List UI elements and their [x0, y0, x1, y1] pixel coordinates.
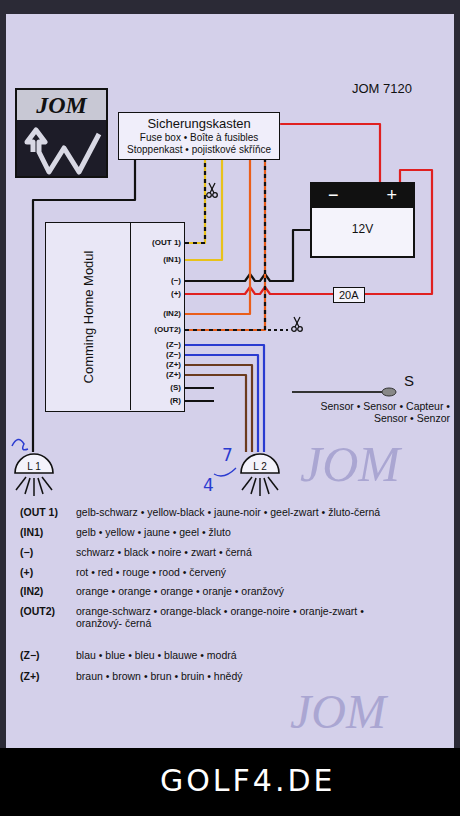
sensor-caption: Sensor • Sensor • Capteur • Sensor • Sen…	[285, 400, 450, 424]
handwritten-number: 7	[222, 446, 233, 466]
battery: − +12V	[310, 182, 415, 258]
lamp-l1: L 1	[14, 452, 54, 474]
legend-code: (IN2)	[20, 585, 43, 597]
pin-label: (+)	[171, 289, 181, 298]
fuse-rating: 20A	[339, 288, 359, 302]
pin-label: (IN2)	[163, 309, 181, 318]
wire-connector	[280, 124, 380, 182]
fuse-box-subtitle: Stoppenkast • pojistkové skříňce	[127, 144, 271, 156]
pin-label: (Z−)	[166, 350, 181, 359]
legend-code: (IN1)	[20, 526, 43, 538]
legend-colour-text: braun • brown • brun • bruin • hnědý	[76, 670, 242, 682]
lamp-outline	[15, 454, 53, 473]
pin-label: (Z−)	[166, 340, 181, 349]
sensor-letter: S	[404, 372, 414, 389]
fuse-box-subtitle: Fuse box • Boîte à fusibles	[127, 132, 271, 144]
fuse-box-title: Sicherungskasten	[127, 116, 271, 132]
pin-label: (IN1)	[163, 255, 181, 264]
wire-connector	[185, 160, 222, 260]
lamp-label: L 2	[240, 461, 280, 472]
legend-colour-text: orange • orange • orange • oranje • oran…	[76, 585, 284, 597]
legend-code: (+)	[20, 566, 33, 578]
wire-connector	[185, 287, 333, 294]
handwritten-number: 4	[203, 476, 214, 496]
paper-sheet	[6, 14, 454, 748]
module-title: Comming Home Modul	[81, 251, 96, 384]
legend-code: (Z−)	[20, 649, 40, 661]
cut-wire	[268, 329, 288, 331]
scissors-symbol	[292, 317, 303, 331]
lamp-label: L 1	[14, 461, 54, 472]
wire-connector	[185, 345, 264, 452]
battery-voltage: 12V	[312, 222, 413, 236]
legend-code: (OUT 1)	[20, 506, 58, 518]
sensor-wire	[185, 387, 214, 389]
handwritten-mark	[214, 468, 236, 476]
wire-path	[185, 287, 333, 294]
wire-path	[185, 355, 258, 452]
sensor-cable	[292, 391, 382, 393]
scissors-symbol	[207, 183, 218, 197]
wire-path	[185, 160, 250, 314]
footer-bar	[0, 748, 460, 816]
wire-path	[185, 160, 205, 243]
lamp-l2: L 2	[240, 452, 280, 474]
legend-code: (OUT2)	[20, 605, 55, 617]
wire-path	[185, 365, 252, 452]
lamp-rays	[242, 477, 278, 496]
wire-path	[185, 375, 246, 452]
logo-w-arrow	[27, 130, 99, 172]
pin-label: (Z+)	[166, 360, 181, 369]
wire-path	[185, 160, 222, 260]
handwritten-mark	[12, 439, 28, 449]
wire-path	[280, 124, 380, 182]
wire-connector	[185, 160, 250, 314]
pin-label: (OUT2)	[154, 325, 181, 334]
pin-label: (OUT 1)	[152, 238, 181, 247]
model-number: JOM 7120	[352, 82, 412, 97]
module-divider	[130, 223, 131, 410]
wire-stripe	[185, 160, 205, 243]
wire-connector	[185, 160, 265, 330]
pin-label: (Z+)	[166, 370, 181, 379]
logo-text: JOM	[17, 90, 106, 120]
legend-code: (−)	[20, 546, 33, 558]
terminal-minus: −	[328, 184, 339, 206]
legend-colour-text: gelb • yellow • jaune • geel • žluto	[76, 526, 231, 538]
site-watermark: GOLF4.DE	[160, 764, 336, 799]
wire-path	[185, 345, 264, 452]
wire-connector	[185, 230, 310, 281]
logo-box: JOM	[15, 88, 108, 178]
r-wire	[185, 400, 214, 402]
watermark: JOM	[300, 436, 400, 494]
legend-colour-text: blau • blue • bleu • blauwe • modrá	[76, 649, 237, 661]
legend-colour-text: rot • red • rouge • rood • červený	[76, 566, 226, 578]
sensor-probe	[382, 388, 396, 396]
wire-stripe	[185, 160, 265, 330]
lamp-outline	[241, 454, 279, 473]
wire-connector	[185, 365, 252, 452]
legend-colour-text: schwarz • black • noire • zwart • černá	[76, 546, 252, 558]
legend-code: (Z+)	[20, 670, 40, 682]
lamp-rays	[16, 477, 52, 496]
fuse-box: SicherungskastenFuse box • Boîte à fusib…	[118, 112, 280, 160]
wire-path	[185, 230, 310, 281]
wire-connector	[185, 375, 246, 452]
pin-label: (R)	[170, 396, 181, 405]
terminal-plus: +	[386, 184, 397, 206]
pin-label: (−)	[171, 276, 181, 285]
wire-connector	[185, 160, 205, 243]
wire-path	[185, 160, 265, 330]
fuse-20a: 20A	[333, 287, 365, 303]
legend-colour-text: gelb-schwarz • yellow-black • jaune-noir…	[76, 506, 380, 518]
legend-colour-text: orange-schwarz • orange-black • orange-n…	[76, 605, 376, 629]
wire-connector	[185, 355, 258, 452]
pin-label: (S)	[170, 383, 181, 392]
watermark: JOM	[290, 684, 386, 739]
